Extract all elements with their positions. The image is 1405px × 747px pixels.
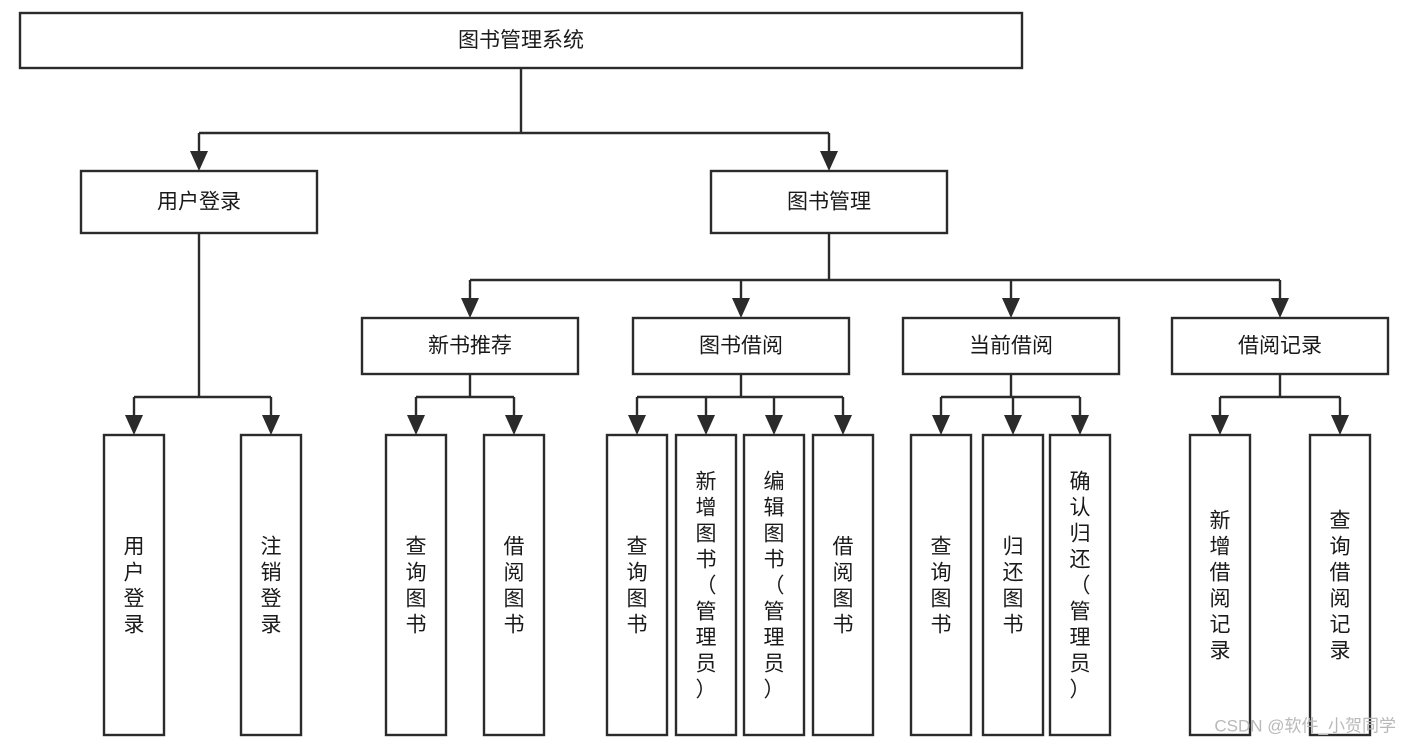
node-borrow-records[interactable]: 借阅记录 [1170, 316, 1390, 376]
node-label: 归还图书 [1003, 535, 1024, 636]
node-layer: 图书管理系统用户登录图书管理新书推荐图书借阅当前借阅借阅记录用户登录注销登录查询… [18, 11, 1390, 737]
node-label: 新增图书（管理员） [696, 470, 717, 701]
node-box [901, 316, 1121, 376]
arrow-head [1271, 298, 1289, 318]
node-leaf-query-book-2[interactable]: 查询图书 [605, 433, 669, 737]
node-root[interactable]: 图书管理系统 [18, 11, 1024, 70]
node-box [384, 433, 448, 737]
edge-group-root [190, 68, 838, 171]
node-book-borrow[interactable]: 图书借阅 [631, 316, 851, 376]
node-label: 借阅记录 [1238, 335, 1322, 358]
node-box [239, 433, 303, 737]
arrow-head [1211, 415, 1229, 435]
node-box [605, 433, 669, 737]
node-user-login[interactable]: 用户登录 [79, 169, 319, 235]
node-label: 查询借阅记录 [1330, 509, 1351, 662]
node-label: 借阅图书 [504, 535, 525, 636]
arrow-head [628, 415, 646, 435]
node-leaf-query-book-3[interactable]: 查询图书 [909, 433, 973, 737]
arrow-head [1002, 298, 1020, 318]
arrow-head [461, 298, 479, 318]
arrow-head [1331, 415, 1349, 435]
node-label: 注销登录 [261, 535, 282, 636]
arrow-head [407, 415, 425, 435]
arrow-head [732, 298, 750, 318]
node-box [360, 316, 580, 376]
arrow-head [1004, 415, 1022, 435]
node-box [1308, 433, 1372, 737]
node-box [811, 433, 875, 737]
node-leaf-borrow-book-2[interactable]: 借阅图书 [811, 433, 875, 737]
node-box [631, 316, 851, 376]
arrow-head [262, 415, 280, 435]
node-leaf-edit-book[interactable]: 编辑图书（管理员） [742, 433, 806, 737]
node-label: 图书管理系统 [458, 29, 584, 52]
node-label: 查询图书 [931, 535, 952, 636]
arrow-head [1071, 415, 1089, 435]
arrow-head [505, 415, 523, 435]
node-leaf-user-login[interactable]: 用户登录 [102, 433, 166, 737]
edge-group-user-login [125, 233, 280, 435]
edge-group-book-borrow [628, 374, 852, 435]
node-box [909, 433, 973, 737]
csdn-watermark: CSDN @软件_小贺同学 [1214, 716, 1396, 735]
node-label: 用户登录 [124, 535, 145, 636]
node-leaf-return-book[interactable]: 归还图书 [981, 433, 1045, 737]
node-label: 新书推荐 [428, 335, 512, 358]
node-book-manage[interactable]: 图书管理 [709, 169, 949, 235]
node-leaf-add-book[interactable]: 新增图书（管理员） [674, 433, 738, 737]
node-box [18, 11, 1024, 70]
arrow-head [697, 415, 715, 435]
node-leaf-query-book-1[interactable]: 查询图书 [384, 433, 448, 737]
node-label: 新增借阅记录 [1210, 509, 1231, 662]
node-leaf-confirm-return[interactable]: 确认归还（管理员） [1048, 433, 1112, 737]
node-label: 编辑图书（管理员） [764, 470, 785, 701]
node-box [709, 169, 949, 235]
edge-group-current-borrow [932, 374, 1089, 435]
edge-group-new-book-recommend [407, 374, 523, 435]
node-label: 查询图书 [627, 535, 648, 636]
arrow-head [834, 415, 852, 435]
arrow-head [125, 415, 143, 435]
arrow-head [765, 415, 783, 435]
arrow-head [190, 151, 208, 171]
node-leaf-add-record[interactable]: 新增借阅记录 [1188, 433, 1252, 737]
node-box [981, 433, 1045, 737]
node-label: 借阅图书 [833, 535, 854, 636]
node-box [102, 433, 166, 737]
node-box [1170, 316, 1390, 376]
node-box [1048, 433, 1112, 737]
node-label: 图书管理 [787, 191, 871, 214]
edge-group-book-manage [461, 233, 1289, 318]
node-box [674, 433, 738, 737]
arrow-head [932, 415, 950, 435]
node-box [742, 433, 806, 737]
node-leaf-borrow-book-1[interactable]: 借阅图书 [482, 433, 546, 737]
node-label: 当前借阅 [969, 335, 1053, 358]
node-label: 确认归还（管理员） [1070, 470, 1091, 701]
node-leaf-user-logout[interactable]: 注销登录 [239, 433, 303, 737]
node-box [1188, 433, 1252, 737]
node-leaf-query-record[interactable]: 查询借阅记录 [1308, 433, 1372, 737]
node-box [79, 169, 319, 235]
node-label: 用户登录 [157, 191, 241, 214]
node-label: 图书借阅 [699, 335, 783, 358]
arrow-head [820, 151, 838, 171]
node-box [482, 433, 546, 737]
edge-layer [125, 68, 1349, 435]
edge-group-borrow-records [1211, 374, 1349, 435]
node-new-book-recommend[interactable]: 新书推荐 [360, 316, 580, 376]
node-current-borrow[interactable]: 当前借阅 [901, 316, 1121, 376]
node-label: 查询图书 [406, 535, 427, 636]
